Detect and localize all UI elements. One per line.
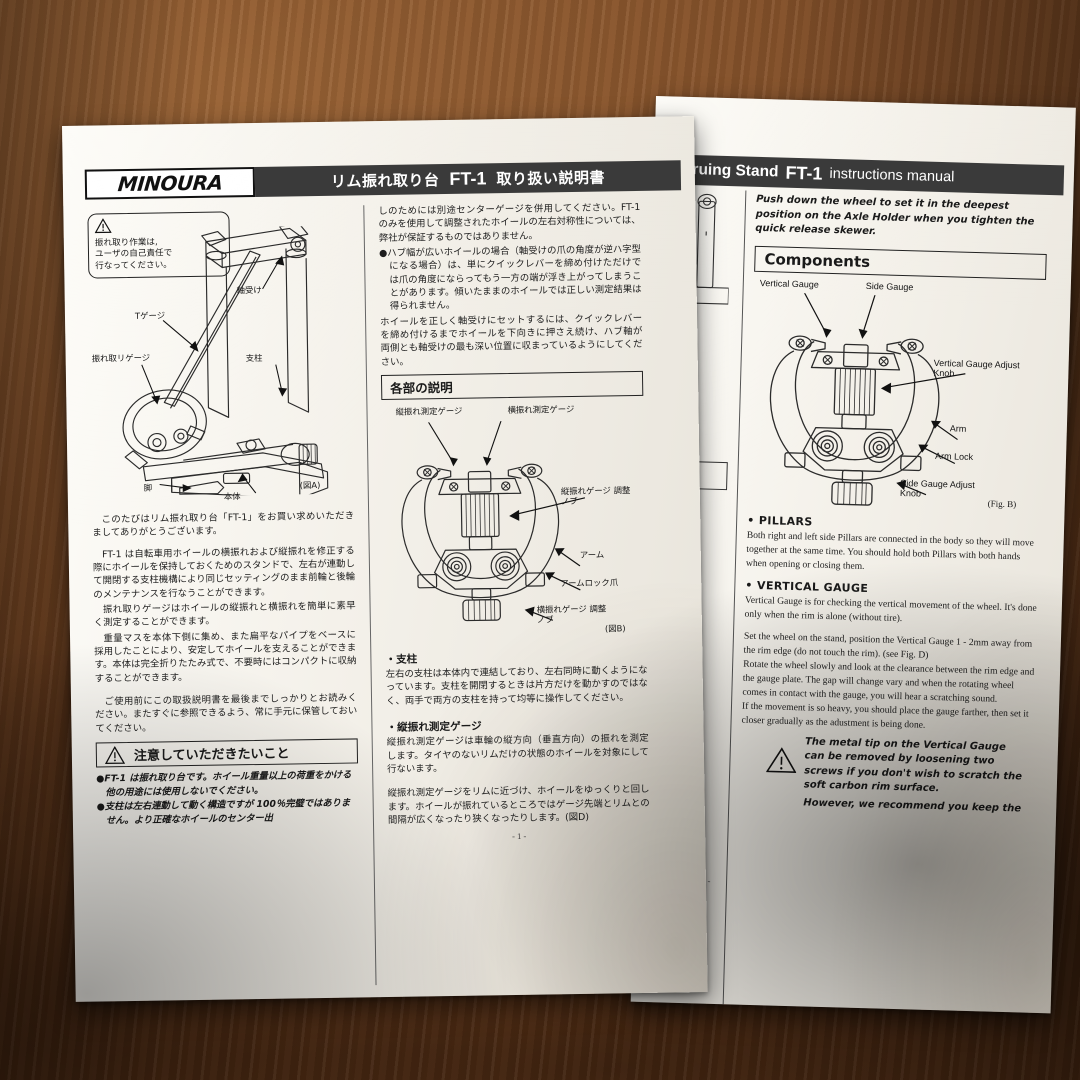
figure-b-caption-en: (Fig. B) [987, 497, 1017, 509]
left-header-model: FT-1 [449, 167, 487, 189]
components-figure: Vertical Gauge Side Gauge Vertical Gauge… [748, 277, 1046, 513]
caution-bullet-1: ●FT-1 は振れ取り台です。ホイール重量以上の荷重をかける他の用途には使用しな… [96, 769, 352, 799]
figure-a: 振れ取り作業は, ユーザの自己責任で 行なってください。 軸受け Tゲージ 支柱… [87, 203, 354, 507]
minoura-logo: MINOURA [84, 166, 256, 200]
label-side-gauge: Side Gauge [865, 280, 914, 292]
component-leader-arrows [880, 372, 966, 495]
col2-paragraph-1: しのためには別途センターゲージを併用してください。FT-1 のみを使用して調整さ… [378, 201, 641, 244]
right-header-model: FT-1 [785, 162, 823, 184]
parts-closing-jp: 縦振れ測定ゲージをリムに近づけ、ホイールをゆっくりと回します。ホイールが振れてい… [387, 784, 650, 826]
intro-paragraph-3: 振れ取りゲージはホイールの縦振れと横振れを簡単に素早く測定することができます。 [93, 600, 356, 629]
caution-bullet-2: ●支柱は左右連動して動く構造ですが 100％完璧ではありません。より正確なホイー… [96, 797, 351, 826]
warning-triangle-icon [94, 218, 112, 234]
intro-paragraph-4: 重量マスを本体下側に集め、また扁平なパイプをベースに採用したことにより、安定して… [94, 629, 357, 685]
label-side-gauge-jp: 横振れ測定ゲージ [507, 404, 575, 416]
left-manual-page: MINOURA リム振れ取り台 FT-1 取り扱い説明書 [62, 116, 708, 1002]
warning-triangle-icon [104, 745, 126, 764]
components-section-title: Components [754, 245, 1047, 280]
caution-section-title: 注意していただきたいこと [133, 746, 290, 765]
truing-gauge-drawing-jp [401, 420, 560, 622]
intro-paragraph-5: ご使用前にこの取扱説明書を最後までしっかりとお読みください。またすぐに参照できる… [95, 692, 358, 735]
intro-paragraph-2: FT-1 は自転車用ホイールの横振れおよび縦振れを修正する際にホイールを保持して… [92, 545, 356, 601]
left-column-1: 振れ取り作業は, ユーザの自己責任で 行なってください。 軸受け Tゲージ 支柱… [87, 203, 361, 989]
right-intro-italic: Push down the wheel to set it in the dee… [755, 193, 1035, 238]
col2-paragraph-2: ●ハブ幅が広いホイールの場合（軸受けの爪の角度が逆ハ字型になる場合）は、単にクイ… [378, 243, 642, 313]
left-intro-text: このたびはリム振れ取り台「FT-1」をお買い求めいただきましてありがとうございま… [92, 509, 357, 735]
left-warning-box: 振れ取り作業は, ユーザの自己責任で 行なってください。 [87, 211, 231, 279]
caution-section-title-bar: 注意していただきたいこと [95, 738, 359, 768]
intro-paragraph-1: このたびはリム振れ取り台「FT-1」をお買い求めいただきましてありがとうございま… [92, 510, 355, 539]
figure-b-leader-arrows [509, 497, 586, 622]
truing-gauge-drawing [769, 291, 940, 506]
right-page-main-column: Push down the wheel to set it in the dee… [733, 193, 1048, 1014]
figure-b-caption-jp: (図B) [604, 623, 626, 634]
truing-stand-drawing [122, 225, 329, 498]
left-column-2: しのためには別途センターゲージを併用してください。FT-1 のみを使用して調整さ… [378, 199, 652, 985]
left-column-divider [363, 205, 377, 986]
right-header-subtitle: instructions manual [829, 165, 955, 186]
left-col2-text: しのためには別途センターゲージを併用してください。FT-1 のみを使用して調整さ… [378, 201, 643, 369]
left-header-subtitle: 取り扱い説明書 [496, 168, 606, 188]
left-header-title: リム振れ取り台 [330, 171, 440, 191]
label-vertical-gauge-jp: 縦振れ測定ゲージ [395, 405, 463, 417]
vertical-gauge-body: Vertical Gauge is for checking the verti… [744, 594, 1037, 624]
warning-triangle-icon [765, 734, 797, 810]
minoura-logo-text: MINOURA [116, 170, 224, 197]
right-warning-line-5: However, we recommend you keep the [803, 796, 1022, 814]
vertical-gauge-body-jp: 縦振れ測定ゲージは車輪の縦方向（垂直方向）の振れを測定します。タイヤのないリムだ… [386, 733, 649, 775]
left-page-number: - 1 - [512, 831, 527, 842]
right-paragraph-2: Rotate the wheel slowly and look at the … [742, 658, 1035, 705]
col2-paragraph-3: ホイールを正しく軸受けにセットするには、クイックレバーを締め付けるまでホイールを… [380, 312, 643, 368]
label-vertical-gauge: Vertical Gauge [759, 277, 819, 290]
caution-bullets: ●FT-1 は振れ取り台です。ホイール重量以上の荷重をかける他の用途には使用しな… [96, 769, 359, 828]
parts-section-title: 各部の説明 [380, 371, 644, 401]
right-warning-block: The metal tip on the Vertical Gauge can … [739, 733, 1033, 817]
figure-b: 縦振れ測定ゲージ 横振れ測定ゲージ 縦振れゲージ 調整ノブ アーム アームロック… [381, 401, 647, 645]
